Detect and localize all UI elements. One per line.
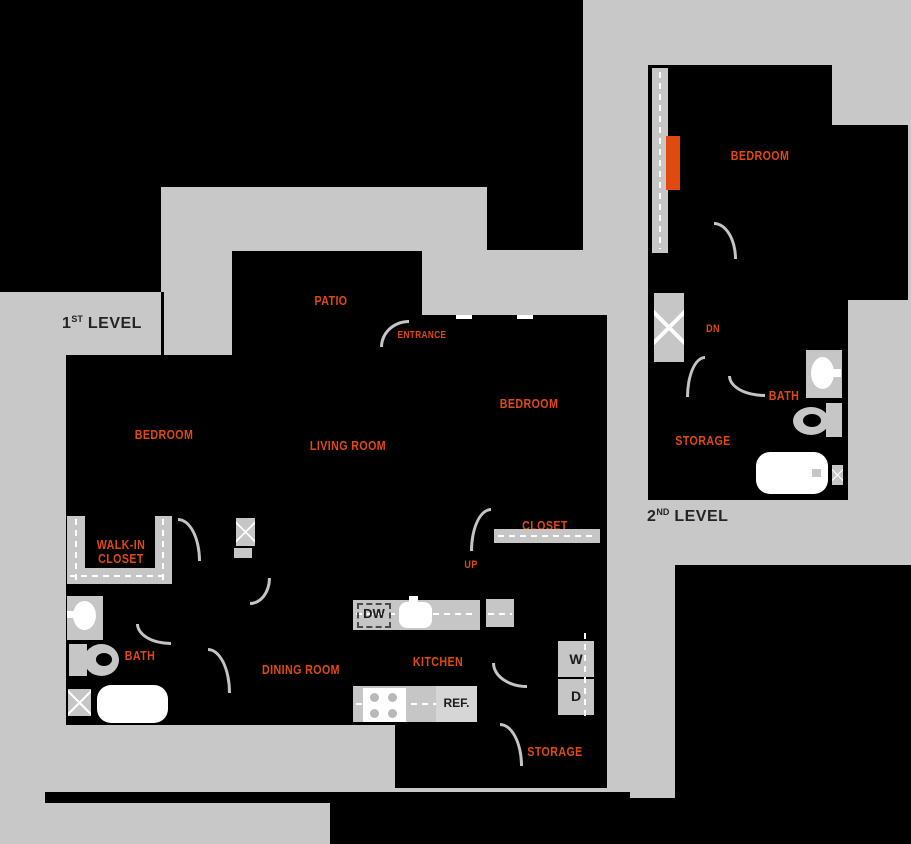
chase-box [236,518,255,546]
room-label-patio: PATIO [314,293,348,308]
kitchen-cabinet-line [488,613,512,615]
dryer-box [558,679,594,715]
toilet-seat-1 [96,653,112,666]
bath2-linen-box [832,465,843,485]
kitchen-sink [399,602,432,628]
room-label-kitchen: KITCHEN [412,654,464,669]
level2-title: 2ND LEVEL [647,507,728,526]
closet-rod-right [162,519,164,581]
chase-ledge [234,548,252,558]
room-label-dining-room: DINING ROOM [262,662,340,677]
stove-burner-4 [388,709,397,718]
room-label-storage1: STORAGE [527,744,583,759]
sink-basin-1 [73,601,96,630]
room-label-storage2: STORAGE [675,433,731,448]
stove [363,688,406,722]
room-label-bedroom2: BEDROOM [730,148,790,163]
level2-title-sup: ND [656,507,670,517]
level1-title-sup: ST [71,314,83,324]
unit2-right-tab [848,125,908,300]
background-mass-bottom [330,798,911,844]
shower-box [68,689,91,716]
sink-faucet-1 [67,611,77,618]
level2-title-rest: LEVEL [669,508,729,525]
unit2-mid [832,125,848,500]
washer-dryer-divider [558,677,594,679]
dishwasher-label: DW [363,606,385,621]
background-mass-top-step [487,187,583,250]
room-label-bedroom-left: BEDROOM [134,427,194,442]
kitchen-faucet [409,596,418,604]
stair-open-box [654,293,684,362]
refrigerator-label: REF. [443,696,470,710]
bathtub-1 [97,685,168,723]
background-mass-bottom-right [675,565,911,844]
closet-rod-left [75,519,77,581]
closet-rod-bottom [70,575,169,577]
sink-faucet-2 [831,369,841,377]
room-label-walkin-line1: WALK-IN [96,537,146,552]
room-label-dn: DN [706,323,720,335]
toilet-tank-2 [826,403,842,437]
room-label-bedroom-right: BEDROOM [499,396,559,411]
room-label-walkin-line2: CLOSET [98,551,144,566]
dryer-label: D [570,688,582,704]
bathtub-2-drain [812,469,821,477]
room-label-bath2: BATH [768,388,800,403]
level2-title-num: 2 [647,508,657,525]
dishwasher-box [357,603,391,628]
toilet-seat-2 [803,414,821,427]
washer-label: W [569,651,583,667]
sink-basin-2 [811,357,834,389]
window-marker [456,315,472,319]
background-mass-top [161,0,583,187]
toilet-tank-1 [69,644,87,676]
stove-burner-1 [370,693,379,702]
stove-burner-2 [388,693,397,702]
room-label-living-room: LIVING ROOM [309,438,387,453]
level1-title-rest: LEVEL [82,315,142,332]
room-label-entrance: ENTRANCE [397,330,447,341]
refrigerator-box [436,686,477,722]
lot-line [161,292,164,358]
hall-closet-rod [498,535,596,537]
washer-dryer-door-line [584,633,586,721]
stove-burner-3 [370,709,379,718]
washer-box [558,641,594,678]
room-label-up: UP [464,559,478,571]
background-strip-bottom [45,792,630,803]
unit-entry-marker [666,136,680,190]
level1-title-num: 1 [62,315,72,332]
level1-title: 1ST LEVEL [62,314,142,333]
room-label-bath1: BATH [124,648,156,663]
window-marker [517,315,533,319]
background-mass-top-left [0,0,161,292]
stair-line [659,72,661,249]
